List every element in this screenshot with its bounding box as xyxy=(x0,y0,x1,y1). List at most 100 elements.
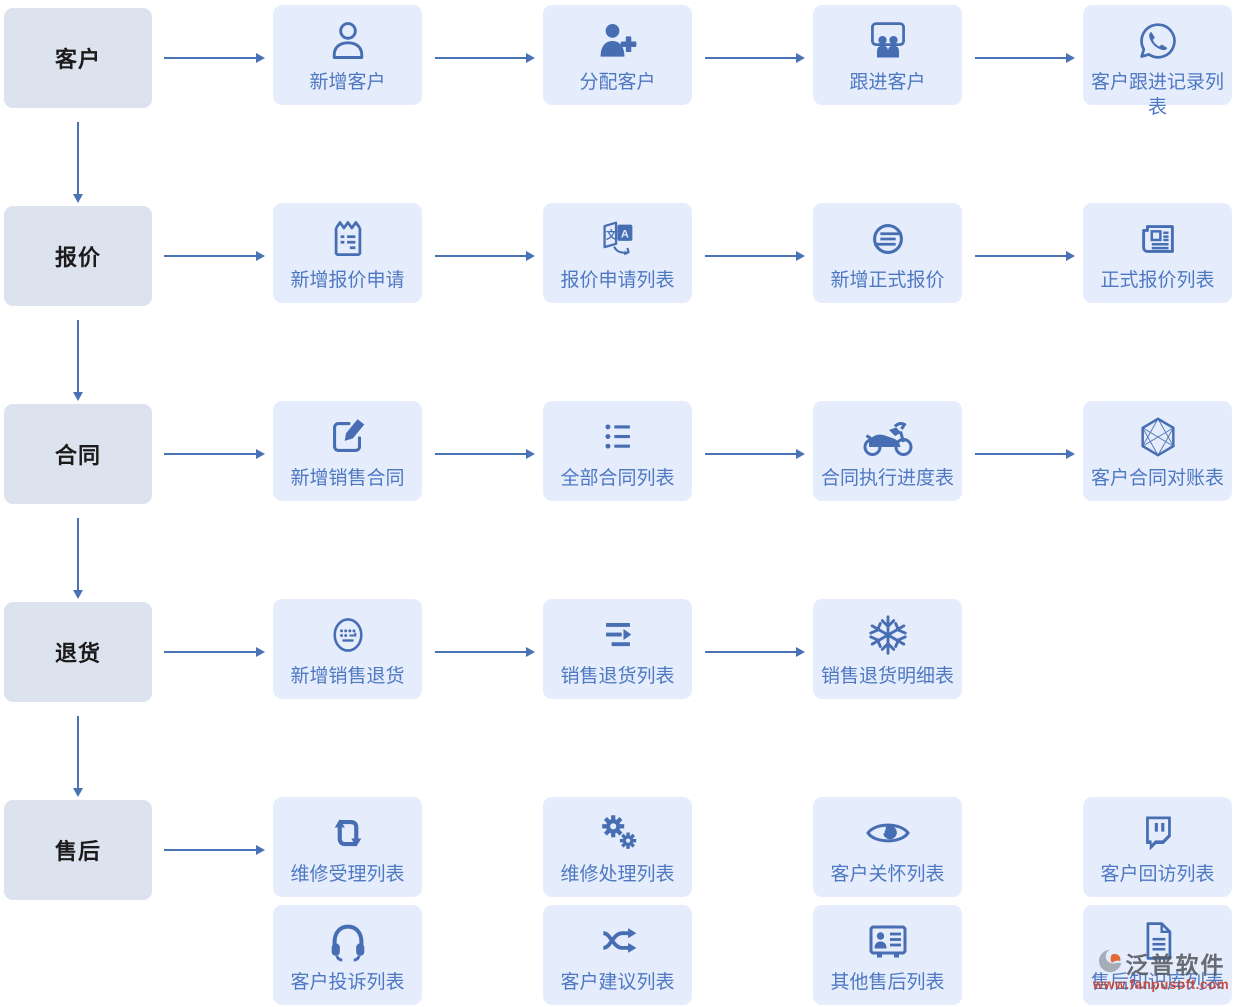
arrow-right-head xyxy=(256,250,265,261)
whatsapp-icon xyxy=(1135,13,1181,69)
edit-square-icon xyxy=(325,409,371,465)
circle-lines-icon xyxy=(865,211,911,267)
flow-item[interactable]: 售后知识库列表 xyxy=(1083,905,1232,1005)
arrow-right-head xyxy=(1066,448,1075,459)
arrow-right-line xyxy=(164,651,256,653)
headphones-icon xyxy=(325,913,371,969)
stage-box: 售后 xyxy=(4,800,152,900)
stage-box: 报价 xyxy=(4,206,152,306)
flow-item-label: 客户回访列表 xyxy=(1100,864,1215,885)
flow-item[interactable]: 客户回访列表 xyxy=(1083,797,1232,897)
motorcycle-icon xyxy=(861,409,915,465)
user-add-icon xyxy=(595,13,641,69)
flow-item[interactable]: 客户合同对账表 xyxy=(1083,401,1232,501)
arrow-down-line xyxy=(77,320,79,392)
flow-item-label: 维修受理列表 xyxy=(290,864,405,885)
stage-label: 退货 xyxy=(54,641,101,666)
people-presentation-icon xyxy=(865,13,911,69)
flow-item-label: 销售退货明细表 xyxy=(820,666,954,687)
arrow-right-head xyxy=(1066,52,1075,63)
flow-item[interactable]: 新增正式报价 xyxy=(813,203,962,303)
flow-item-label: 客户关怀列表 xyxy=(830,864,945,885)
arrow-right-head xyxy=(526,448,535,459)
arrow-right-head xyxy=(256,52,265,63)
arrow-down-line xyxy=(77,518,79,590)
arrow-right-line xyxy=(975,57,1066,59)
arrow-right-line xyxy=(164,57,256,59)
flow-item[interactable]: 分配客户 xyxy=(543,5,692,105)
flow-item-label: 维修处理列表 xyxy=(560,864,675,885)
arrow-down-line xyxy=(77,122,79,194)
flow-item[interactable]: 销售退货列表 xyxy=(543,599,692,699)
flow-item[interactable]: 新增客户 xyxy=(273,5,422,105)
stage-label: 合同 xyxy=(54,443,101,468)
arrow-right-line xyxy=(705,453,796,455)
flow-item[interactable]: 客户投诉列表 xyxy=(273,905,422,1005)
arrow-right-head xyxy=(1066,250,1075,261)
shuffle-icon xyxy=(595,913,641,969)
flow-item[interactable]: 销售退货明细表 xyxy=(813,599,962,699)
flow-item-label: 销售退货列表 xyxy=(560,666,675,687)
repeat-icon xyxy=(325,805,371,861)
arrow-right-line xyxy=(435,453,526,455)
flow-item[interactable]: 新增报价申请 xyxy=(273,203,422,303)
arrow-right-line xyxy=(164,255,256,257)
flow-item[interactable]: 维修受理列表 xyxy=(273,797,422,897)
flow-item[interactable]: 合同执行进度表 xyxy=(813,401,962,501)
stage-box: 退货 xyxy=(4,602,152,702)
arrow-right-line xyxy=(164,849,256,851)
flow-item[interactable]: 正式报价列表 xyxy=(1083,203,1232,303)
list-arrow-icon xyxy=(596,607,640,663)
arrow-down-head xyxy=(72,194,83,203)
flow-item[interactable]: 跟进客户 xyxy=(813,5,962,105)
flow-item-label: 跟进客户 xyxy=(849,72,926,93)
arrow-right-head xyxy=(796,448,805,459)
arrow-right-head xyxy=(526,646,535,657)
flow-item-label: 正式报价列表 xyxy=(1100,270,1215,291)
arrow-right-line xyxy=(975,453,1066,455)
flow-item[interactable]: 新增销售合同 xyxy=(273,401,422,501)
flow-item-label: 新增客户 xyxy=(309,72,386,93)
arrow-right-head xyxy=(256,844,265,855)
arrow-right-head xyxy=(796,52,805,63)
flow-item[interactable]: 新增销售退货 xyxy=(273,599,422,699)
svg-text:文: 文 xyxy=(605,229,617,242)
flow-item-label: 分配客户 xyxy=(579,72,656,93)
arrow-right-line xyxy=(435,57,526,59)
keyboard-circle-icon xyxy=(326,607,370,663)
flow-item-label: 合同执行进度表 xyxy=(820,468,954,489)
arrow-right-head xyxy=(256,448,265,459)
arrow-right-line xyxy=(705,255,796,257)
clipboard-list-icon xyxy=(326,211,370,267)
flow-item[interactable]: 其他售后列表 xyxy=(813,905,962,1005)
document-icon xyxy=(1136,913,1180,969)
user-icon xyxy=(326,13,370,69)
arrow-right-head xyxy=(526,250,535,261)
arrow-right-head xyxy=(796,250,805,261)
stage-label: 客户 xyxy=(54,47,101,72)
eye-icon xyxy=(863,805,913,861)
flow-item-label: 报价申请列表 xyxy=(560,270,675,291)
arrow-right-line xyxy=(705,651,796,653)
flow-item[interactable]: 客户关怀列表 xyxy=(813,797,962,897)
arrow-right-line xyxy=(975,255,1066,257)
stage-label: 报价 xyxy=(54,245,101,270)
flow-item[interactable]: 客户跟进记录列表 xyxy=(1083,5,1232,118)
id-card-icon xyxy=(864,913,912,969)
flow-item[interactable]: 客户建议列表 xyxy=(543,905,692,1005)
flow-item-label: 客户建议列表 xyxy=(560,972,675,993)
flow-item-label: 客户合同对账表 xyxy=(1090,468,1224,489)
flow-item-label: 客户跟进记录列表 xyxy=(1090,72,1224,118)
newspaper-icon xyxy=(1135,211,1181,267)
flow-item[interactable]: 维修处理列表 xyxy=(543,797,692,897)
bullet-list-icon xyxy=(595,409,641,465)
arrow-down-head xyxy=(72,392,83,401)
flow-item[interactable]: 全部合同列表 xyxy=(543,401,692,501)
stage-box: 合同 xyxy=(4,404,152,504)
arrow-down-head xyxy=(72,590,83,599)
hexagon-wireframe-icon xyxy=(1135,409,1181,465)
stage-label: 售后 xyxy=(54,839,101,864)
